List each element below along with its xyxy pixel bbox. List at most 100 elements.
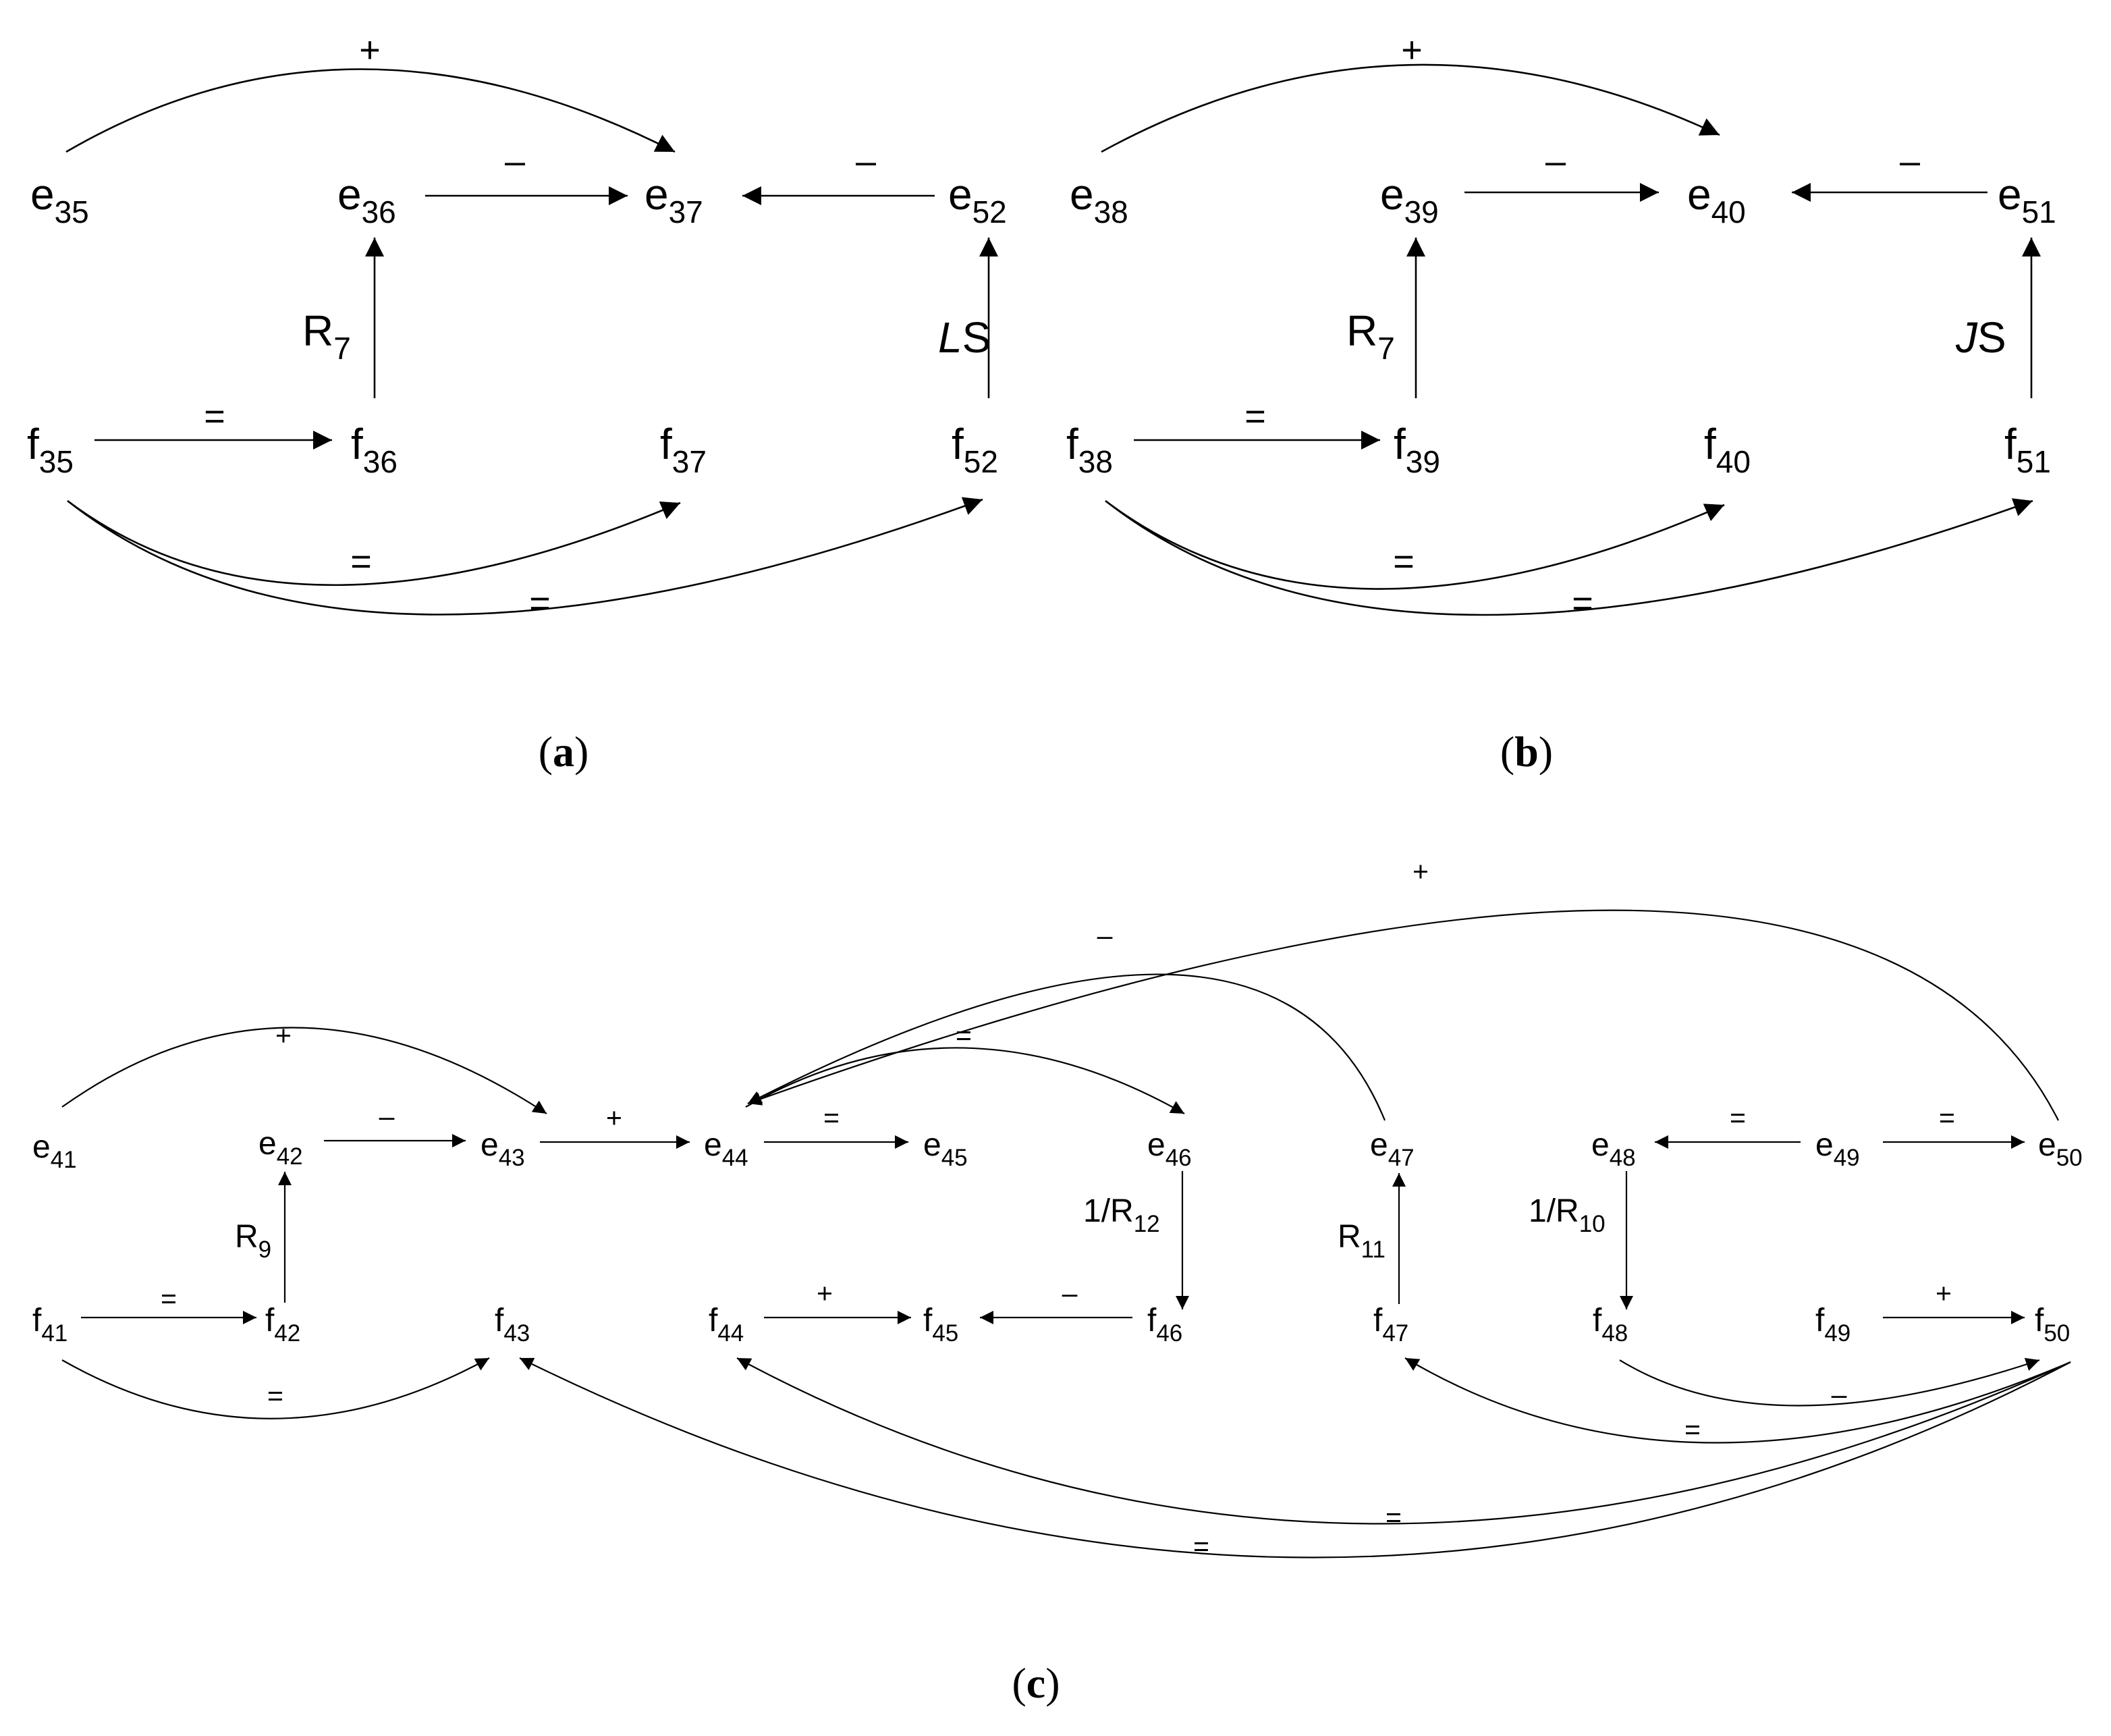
node-e44: e44 xyxy=(704,1127,748,1171)
node-f35: f35 xyxy=(27,420,74,479)
edge-e41-to-e43 xyxy=(61,1027,547,1114)
node-base: e xyxy=(1998,170,2022,219)
node-base: f xyxy=(27,420,39,468)
node-subscript: 41 xyxy=(41,1320,67,1347)
edge-label-f46-to-f45: – xyxy=(1062,1278,1078,1309)
node-base: e xyxy=(258,1126,277,1162)
node-subscript: 36 xyxy=(363,444,397,479)
node-subscript: 37 xyxy=(672,444,707,479)
edge-label-e52-to-e37: – xyxy=(856,141,876,182)
edge-label-e50-to-e44: + xyxy=(1413,856,1429,887)
node-base: e xyxy=(645,170,669,219)
node-f47: f47 xyxy=(1373,1303,1408,1347)
node-e35: e35 xyxy=(30,170,89,229)
node-e47: e47 xyxy=(1370,1127,1415,1171)
node-e38: e38 xyxy=(1070,170,1128,229)
node-e42: e42 xyxy=(258,1126,303,1170)
node-subscript: 44 xyxy=(717,1320,744,1347)
edge-label-e46-to-f46: 1/R12 xyxy=(1083,1193,1160,1237)
edge-label-e44-to-e45: = xyxy=(823,1102,840,1133)
edge-label-e49-to-e48: = xyxy=(1730,1102,1746,1133)
node-subscript: 48 xyxy=(1601,1320,1628,1347)
node-subscript: 41 xyxy=(51,1147,77,1173)
edge-label-e44-to-e46: = xyxy=(956,1020,972,1051)
edge-label-e43-to-e44: + xyxy=(606,1102,622,1133)
node-base: e xyxy=(1147,1127,1166,1163)
node-subscript: 46 xyxy=(1166,1145,1192,1171)
node-subscript: 50 xyxy=(2056,1145,2083,1171)
node-base: f xyxy=(709,1303,718,1338)
node-subscript: 36 xyxy=(362,194,396,229)
node-base: f xyxy=(1593,1303,1602,1338)
edge-f41-to-f43 xyxy=(61,1357,490,1419)
node-subscript: 45 xyxy=(941,1145,968,1171)
edge-label-f48-to-f50: – xyxy=(1832,1379,1847,1410)
edge-label-f50-to-f47: = xyxy=(1684,1414,1701,1445)
node-base: f xyxy=(1815,1303,1825,1338)
edge-label-e47-to-e44: – xyxy=(1097,920,1113,951)
panel-caption-c: (c) xyxy=(1012,1659,1060,1707)
node-subscript: 48 xyxy=(1610,1145,1636,1171)
node-subscript: 40 xyxy=(1716,444,1751,479)
node-e51: e51 xyxy=(1998,170,2056,229)
edge-label-e48-to-f48: 1/R10 xyxy=(1529,1193,1606,1237)
edge-f50-to-f47 xyxy=(1404,1357,2071,1444)
node-e52: e52 xyxy=(948,170,1007,229)
edge-label-e35-to-e37: + xyxy=(359,30,381,70)
node-base: f xyxy=(923,1303,933,1338)
node-e49: e49 xyxy=(1815,1127,1860,1171)
node-subscript: 40 xyxy=(1711,194,1746,229)
node-f42: f42 xyxy=(265,1303,300,1347)
node-base: e xyxy=(1370,1127,1388,1163)
node-base: e xyxy=(1591,1127,1610,1163)
node-f51: f51 xyxy=(2004,420,2051,479)
node-subscript: 49 xyxy=(1834,1145,1860,1171)
edge-e50-to-e44 xyxy=(747,909,2059,1121)
edge-label-f35-to-f36: = xyxy=(204,396,225,437)
node-subscript: 45 xyxy=(932,1320,958,1347)
edge-label-e49-to-e50: = xyxy=(1939,1102,1955,1133)
edge-label-f47-to-e47: R11 xyxy=(1338,1219,1386,1263)
edge-label-f41-to-f43: = xyxy=(267,1380,283,1411)
node-f48: f48 xyxy=(1593,1303,1628,1347)
node-f52: f52 xyxy=(952,420,998,479)
node-subscript: 35 xyxy=(39,444,74,479)
edge-label-f38-to-f40: = xyxy=(1393,541,1415,582)
node-base: f xyxy=(495,1303,504,1338)
node-e40: e40 xyxy=(1687,170,1746,229)
node-subscript: 42 xyxy=(274,1320,300,1347)
node-subscript: 51 xyxy=(2022,194,2056,229)
node-base: f xyxy=(2035,1303,2044,1338)
node-f38: f38 xyxy=(1066,420,1113,479)
edge-label-e36-to-e37: – xyxy=(505,141,525,182)
edge-label-f50-to-f44: = xyxy=(1386,1502,1402,1533)
edge-label-f51-to-e51: JS xyxy=(1955,313,2006,362)
node-base: f xyxy=(2004,420,2017,468)
edge-label-e51-to-e40: – xyxy=(1900,141,1920,182)
edge-e47-to-e44 xyxy=(747,973,1386,1121)
node-e43: e43 xyxy=(481,1127,525,1171)
node-e37: e37 xyxy=(645,170,703,229)
node-base: e xyxy=(704,1127,722,1163)
edge-e44-to-e46 xyxy=(745,1047,1185,1114)
node-f43: f43 xyxy=(495,1303,530,1347)
edge-label-f49-to-f50: + xyxy=(1936,1278,1952,1309)
node-subscript: 43 xyxy=(499,1145,525,1171)
node-base: e xyxy=(32,1129,51,1165)
node-subscript: 39 xyxy=(1404,194,1439,229)
node-base: e xyxy=(1687,170,1711,219)
node-base: f xyxy=(265,1303,275,1338)
node-base: f xyxy=(1373,1303,1383,1338)
node-f41: f41 xyxy=(32,1303,67,1347)
edges xyxy=(61,63,2071,1558)
node-base: f xyxy=(1704,420,1716,468)
edge-label-e38-to-e40: + xyxy=(1401,30,1423,70)
edge-f50-to-f44 xyxy=(736,1357,2071,1525)
node-base: f xyxy=(351,420,363,468)
edge-label-e41-to-e43: + xyxy=(275,1020,292,1051)
node-f49: f49 xyxy=(1815,1303,1850,1347)
node-base: e xyxy=(923,1127,941,1163)
panel-caption-a: (a) xyxy=(539,728,589,776)
